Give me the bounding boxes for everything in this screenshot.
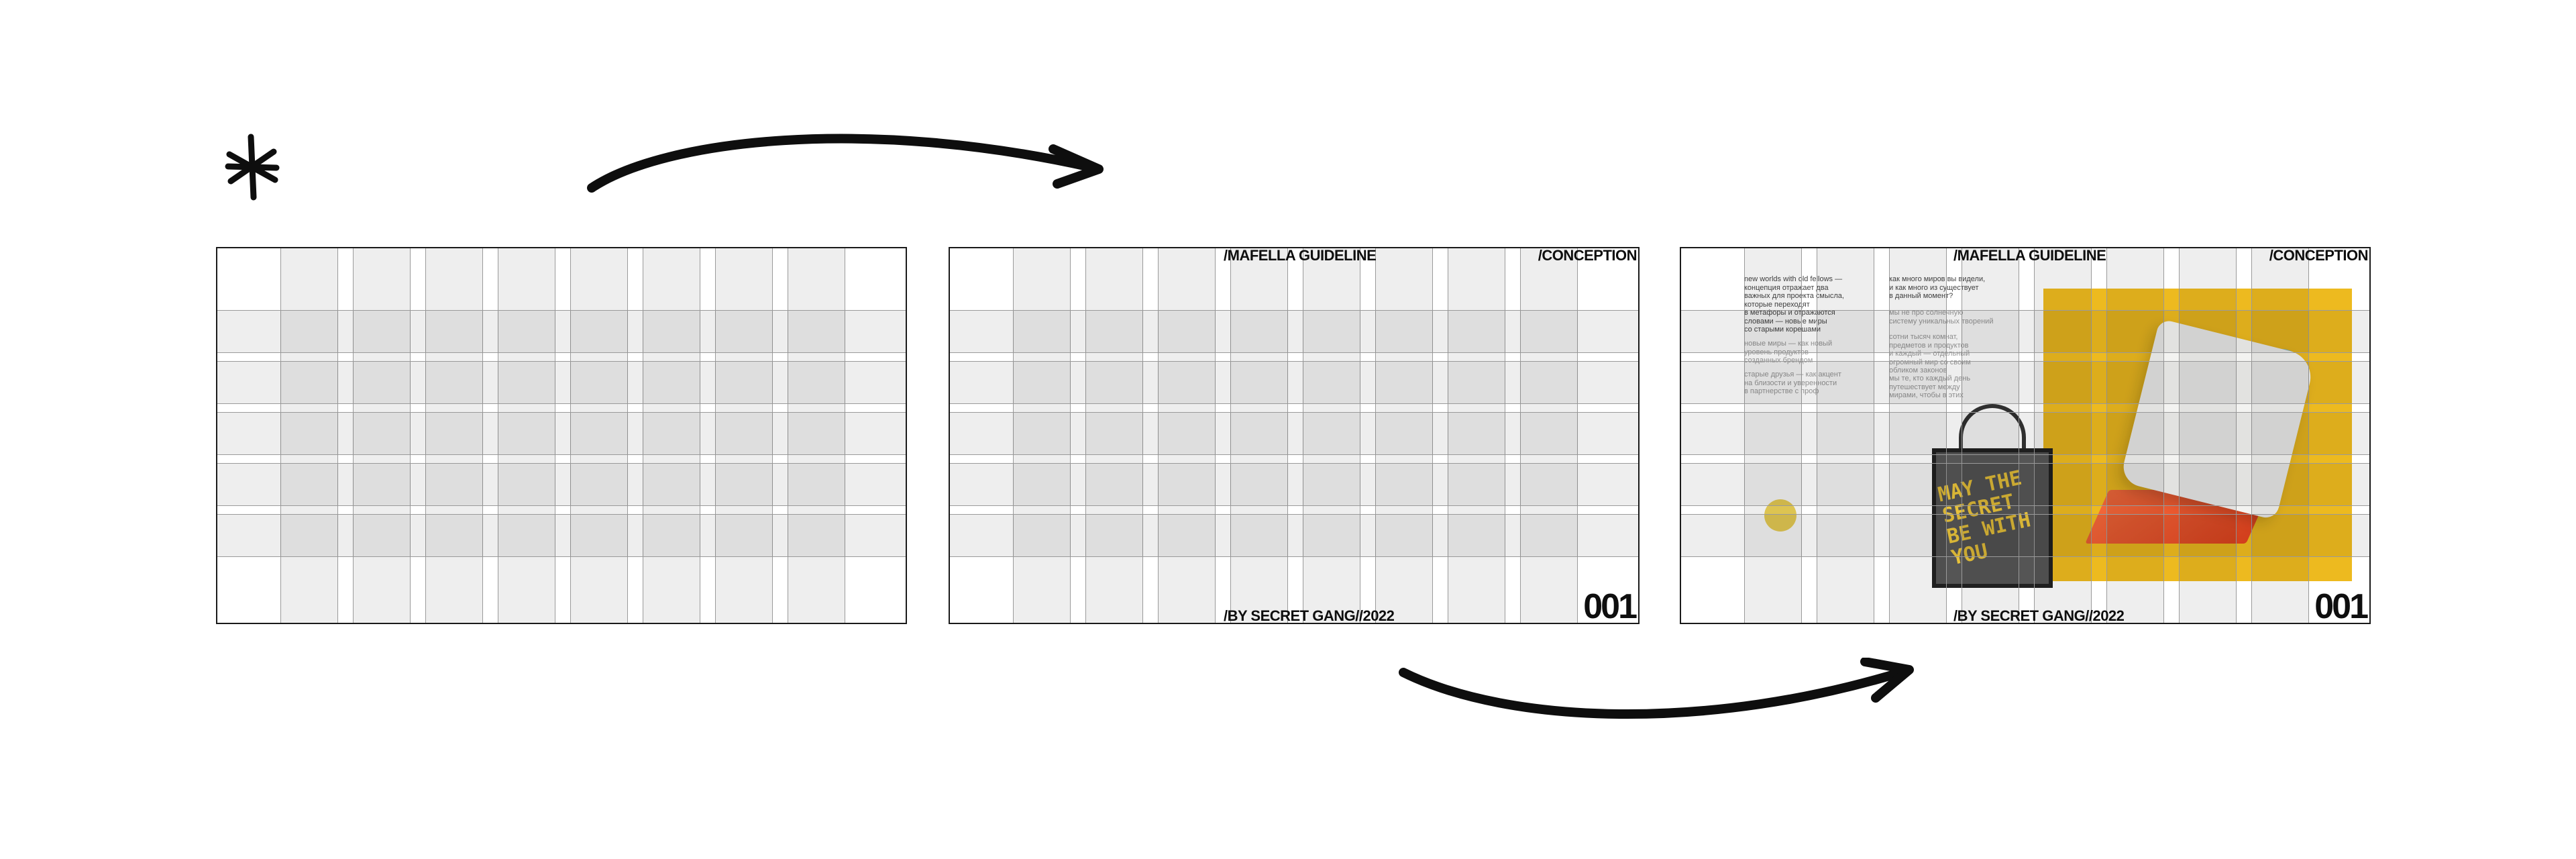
asterisk-icon — [225, 134, 280, 201]
grid-column — [280, 248, 338, 623]
grid-column — [1085, 248, 1143, 623]
column-grid — [217, 248, 906, 623]
grid-column — [1448, 248, 1505, 623]
curved-arrow-icon — [587, 134, 1104, 193]
grid-column — [1889, 248, 1947, 623]
typography-grid-panel: /MAFELLA GUIDELINE /CONCEPTION /BY SECRE… — [949, 247, 1640, 624]
grid-column — [2179, 248, 2237, 623]
grid-column — [1375, 248, 1433, 623]
grid-column — [570, 248, 628, 623]
grid-row — [950, 310, 1638, 353]
composition-panel: new worlds with old fellows — концепция … — [1680, 247, 2371, 624]
grid-row — [1681, 361, 2369, 404]
grid-row — [950, 463, 1638, 506]
tote-bag-handle — [1959, 404, 2026, 471]
concept-text: мы те, кто каждый день путешествует межд… — [1889, 374, 1971, 399]
grid-column — [1158, 248, 1216, 623]
smiley-icon — [1764, 499, 1796, 532]
grid-row — [1681, 412, 2369, 455]
grid-row — [217, 412, 906, 455]
tote-bag-image — [1932, 448, 2053, 588]
grid-column — [1962, 248, 2019, 623]
header-section: /CONCEPTION — [2269, 247, 2369, 264]
grid-row — [217, 310, 906, 353]
concept-text: сотни тысяч комнат, предметов и продукто… — [1889, 333, 1971, 374]
grid-column — [353, 248, 411, 623]
column-grid — [1681, 248, 2369, 623]
footer-credit: /BY SECRET GANG//2022 — [1224, 607, 1395, 624]
grid-row — [1681, 310, 2369, 353]
grid-column — [2251, 248, 2309, 623]
grid-column — [715, 248, 773, 623]
grid-column — [1230, 248, 1288, 623]
grid-column — [425, 248, 483, 623]
grid-column — [1013, 248, 1071, 623]
grid-column — [1744, 248, 1802, 623]
header-section: /CONCEPTION — [1538, 247, 1638, 264]
grid-column — [788, 248, 845, 623]
grid-row — [950, 412, 1638, 455]
grid-row — [950, 514, 1638, 557]
layout-grid-panel — [216, 247, 907, 624]
column-grid — [950, 248, 1638, 623]
concept-text: new worlds with old fellows — концепция … — [1744, 275, 1844, 334]
grid-column — [1520, 248, 1578, 623]
grid-column — [1303, 248, 1360, 623]
grid-row — [217, 463, 906, 506]
header-guideline: /MAFELLA GUIDELINE — [1224, 247, 1377, 264]
grid-column — [498, 248, 555, 623]
page-number: 001 — [2314, 587, 2369, 624]
grid-column — [2106, 248, 2164, 623]
header-guideline: /MAFELLA GUIDELINE — [1953, 247, 2106, 264]
grid-column — [2034, 248, 2092, 623]
grid-row — [1681, 463, 2369, 506]
page-number: 001 — [1583, 587, 1638, 624]
grid-column — [643, 248, 700, 623]
concept-text: старые друзья — как акцент на близости и… — [1744, 370, 1841, 395]
grid-row — [217, 361, 906, 404]
concept-text: мы не про солнечную систему уникальных т… — [1889, 309, 1994, 325]
concept-text: как много миров вы видели, и как много и… — [1889, 275, 1986, 300]
grid-row — [217, 514, 906, 557]
curved-arrow-icon — [1399, 658, 1914, 719]
concept-text: новые миры — как новый уровень продуктов… — [1744, 340, 1833, 364]
grid-row — [1681, 514, 2369, 557]
grid-column — [1817, 248, 1874, 623]
footer-credit: /BY SECRET GANG//2022 — [1953, 607, 2125, 624]
grid-row — [950, 361, 1638, 404]
